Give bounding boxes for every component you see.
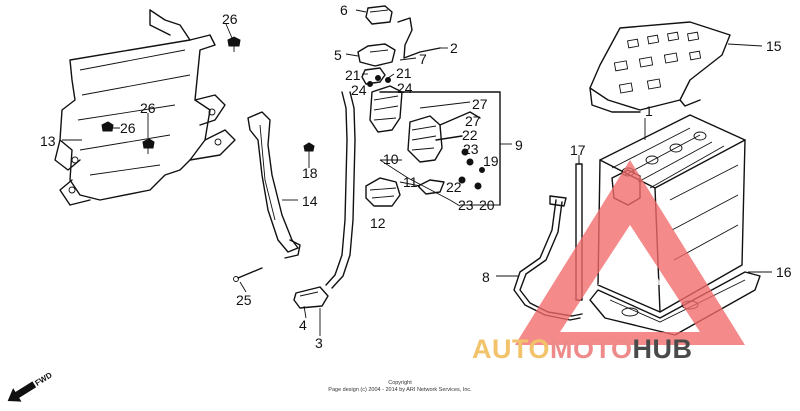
label-26c: 26 <box>140 100 156 116</box>
label-16: 16 <box>776 264 792 280</box>
label-18: 18 <box>302 165 318 181</box>
label-21b: 21 <box>396 65 412 81</box>
label-4: 4 <box>299 317 307 333</box>
label-23a: 23 <box>463 141 479 157</box>
bolt-26-lower <box>142 138 155 154</box>
cap-6 <box>365 5 393 25</box>
bolt-26-middle <box>101 121 120 132</box>
leader-lines <box>62 9 772 336</box>
label-6: 6 <box>340 2 348 18</box>
hardware-small <box>367 75 485 190</box>
watermark-logo <box>515 160 745 345</box>
bolt-26-top <box>227 36 241 52</box>
label-15: 15 <box>766 38 782 54</box>
pin-25 <box>233 267 263 282</box>
callout-labels: 1 2 3 4 5 6 7 8 9 10 11 12 13 14 15 16 1… <box>40 2 792 351</box>
label-22a: 22 <box>462 127 478 143</box>
label-8: 8 <box>482 269 490 285</box>
label-7: 7 <box>419 51 427 67</box>
label-14: 14 <box>302 193 318 209</box>
label-24a: 24 <box>351 82 367 98</box>
watermark-text: AUTOMOTOHUB <box>472 334 693 364</box>
label-24b: 24 <box>397 80 413 96</box>
label-27a: 27 <box>472 96 488 112</box>
label-25: 25 <box>236 292 252 308</box>
label-3: 3 <box>315 335 323 351</box>
label-27b: 27 <box>465 113 481 129</box>
label-1: 1 <box>645 103 653 119</box>
label-17: 17 <box>570 142 586 158</box>
label-23b: 23 <box>458 197 474 213</box>
holder-14-drawing <box>247 111 301 259</box>
watermark-hub: HUB <box>633 334 693 364</box>
label-13: 13 <box>40 133 56 149</box>
strap-12 <box>365 177 401 207</box>
watermark-auto: AUTO <box>472 334 550 364</box>
watermark-moto: MOTO <box>550 334 633 364</box>
holder-15-drawing <box>589 21 731 113</box>
label-21a: 21 <box>345 67 361 83</box>
label-9: 9 <box>515 137 523 153</box>
label-20: 20 <box>479 197 495 213</box>
label-19: 19 <box>483 153 499 169</box>
label-11: 11 <box>403 174 418 190</box>
label-26a: 26 <box>222 11 238 27</box>
label-2: 2 <box>450 40 458 56</box>
bolt-18 <box>303 142 315 160</box>
label-10: 10 <box>383 151 399 167</box>
wire-11 <box>379 159 461 207</box>
label-22b: 22 <box>446 179 462 195</box>
copyright: Copyright Page design (c) 2004 - 2014 by… <box>328 380 472 393</box>
copyright-line-1: Copyright <box>388 380 412 386</box>
label-12: 12 <box>370 215 386 231</box>
cable-2-drawing <box>357 17 441 67</box>
copyright-line-2: Page design (c) 2004 - 2014 by ARI Netwo… <box>328 387 472 393</box>
relay-group-9 <box>361 67 501 206</box>
bracket-13-drawing <box>54 9 236 206</box>
watermark-triangle <box>515 160 745 345</box>
label-26b: 26 <box>120 120 136 136</box>
cable-3-drawing <box>293 91 356 309</box>
label-5: 5 <box>334 47 342 63</box>
fwd-arrow: FWD <box>7 370 54 402</box>
fwd-label: FWD <box>33 370 53 387</box>
